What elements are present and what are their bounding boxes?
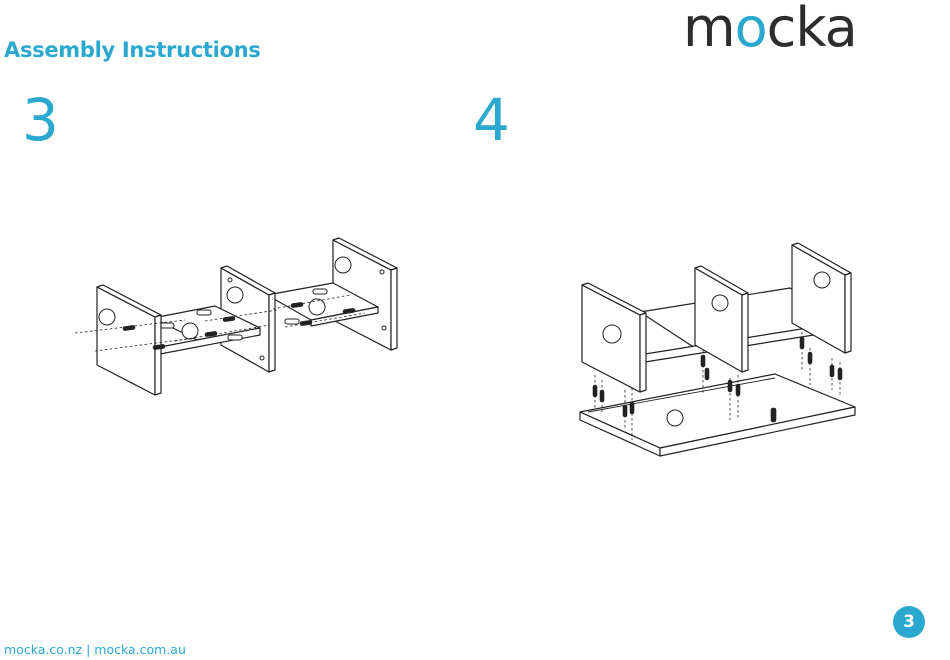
footer-websites: mocka.co.nz | mocka.com.au (4, 642, 186, 657)
step-number-3: 3 (22, 86, 59, 154)
page-number-badge: 3 (893, 606, 925, 638)
logo-text-end: cka (767, 0, 857, 59)
brand-logo: mocka (683, 0, 857, 59)
logo-text-start: m (683, 0, 735, 59)
step-3-diagram (55, 225, 425, 415)
step-3-illustration (55, 225, 425, 415)
step-4-illustration (570, 230, 870, 465)
step-4-diagram (570, 230, 870, 465)
base-board (580, 374, 855, 456)
page-title: Assembly Instructions (4, 38, 260, 62)
upper-frame (582, 243, 851, 392)
step-number-4: 4 (473, 86, 510, 154)
left-panel (97, 285, 161, 395)
logo-text-accent: o (735, 0, 767, 59)
